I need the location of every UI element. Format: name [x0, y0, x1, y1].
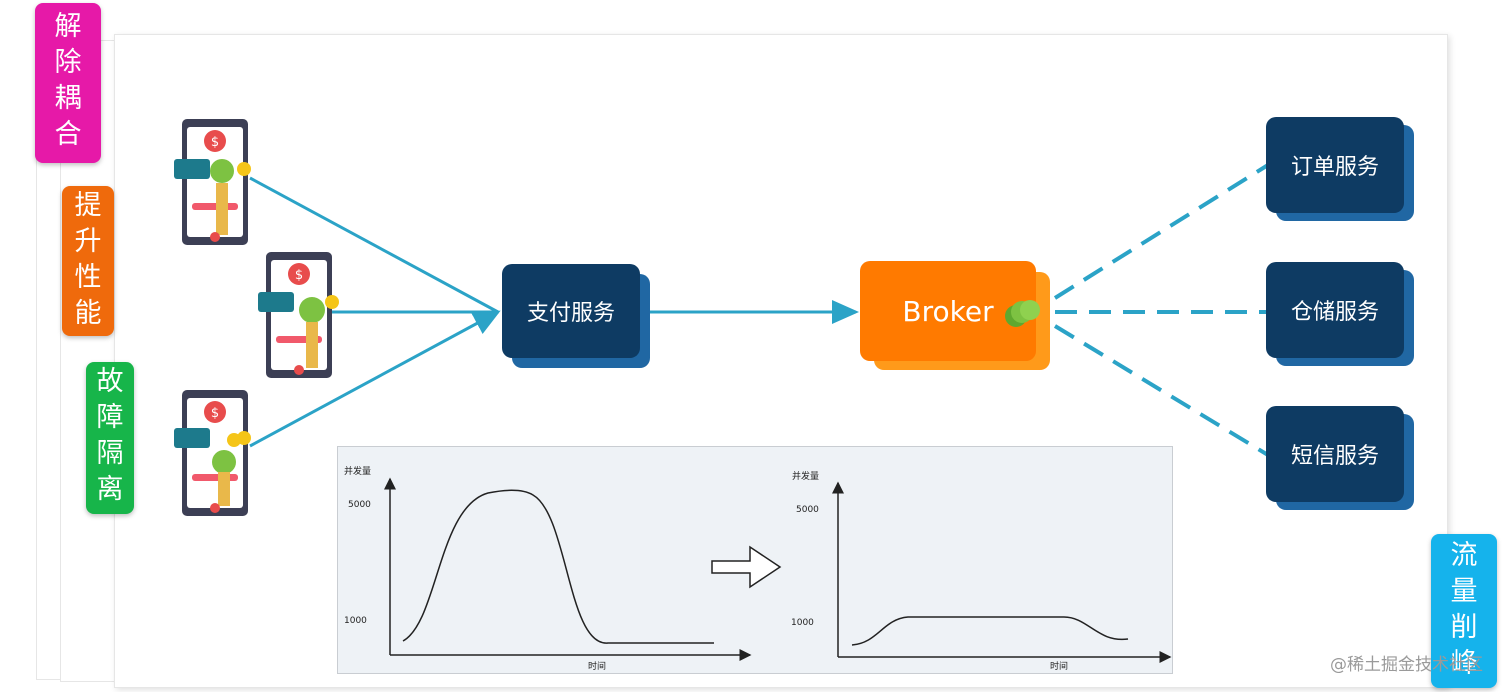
chart-before-xlabel: 时间: [588, 660, 606, 672]
chart-after-y-low: 1000: [791, 618, 814, 628]
warehouse-service-label: 仓储服务: [1290, 300, 1379, 325]
peak-shaving-chart-panel: 并发量 5000 1000 时间 并发量 5000 1000 时间: [337, 446, 1173, 674]
order-service-node: [1266, 117, 1414, 221]
tag-decouple-label: 解除耦合: [54, 11, 82, 150]
svg-text:$: $: [211, 406, 219, 421]
warehouse-service-node: [1266, 262, 1414, 366]
chart-before: 并发量 5000 1000 时间: [344, 465, 752, 672]
peak-shaving-charts: 并发量 5000 1000 时间 并发量 5000 1000 时间: [344, 465, 1172, 672]
chart-after-y-high: 5000: [796, 505, 819, 515]
chart-before-y-high: 5000: [348, 500, 371, 510]
svg-text:$: $: [211, 135, 219, 150]
tag-isolation: 故障隔离: [86, 362, 134, 514]
sms-service-node: [1266, 406, 1414, 510]
phone-user-2: $: [258, 252, 339, 378]
paper-stack-front: [114, 34, 1448, 688]
tag-peak-shaving: 流量削峰: [1431, 534, 1497, 688]
svg-text:$: $: [295, 268, 303, 283]
tag-peak-shaving-label: 流量削峰: [1450, 540, 1478, 679]
tag-isolation-label: 故障隔离: [96, 366, 124, 505]
phone-user-3: $: [174, 390, 251, 516]
broker-node: [860, 261, 1050, 370]
order-service-label: 订单服务: [1290, 155, 1379, 180]
broker-label: Broker: [902, 294, 994, 328]
payment-service-label: 支付服务: [526, 301, 615, 326]
watermark: @稀土掘金技术社区: [1330, 655, 1483, 675]
connector-phone1-payment: [249, 176, 499, 314]
tag-performance-label: 提升性能: [74, 190, 102, 329]
phone-user-1: $: [174, 119, 251, 245]
chart-after: 并发量 5000 1000 时间: [791, 470, 1172, 672]
connector-broker-sms: [1053, 324, 1270, 457]
chart-after-curve: [851, 616, 1129, 646]
tag-decouple: 解除耦合: [35, 3, 101, 163]
connector-phone3-payment: [249, 310, 501, 448]
sms-service-label: 短信服务: [1290, 444, 1379, 469]
connector-broker-order: [1053, 163, 1270, 300]
chart-before-ylabel: 并发量: [344, 465, 371, 477]
chart-before-y-low: 1000: [344, 616, 367, 626]
chart-before-curve: [402, 489, 714, 644]
tag-performance: 提升性能: [62, 186, 114, 336]
payment-service-node: [502, 264, 650, 368]
transform-arrow: [711, 545, 782, 589]
chart-after-xlabel: 时间: [1050, 660, 1068, 672]
chart-after-ylabel: 并发量: [792, 470, 819, 482]
